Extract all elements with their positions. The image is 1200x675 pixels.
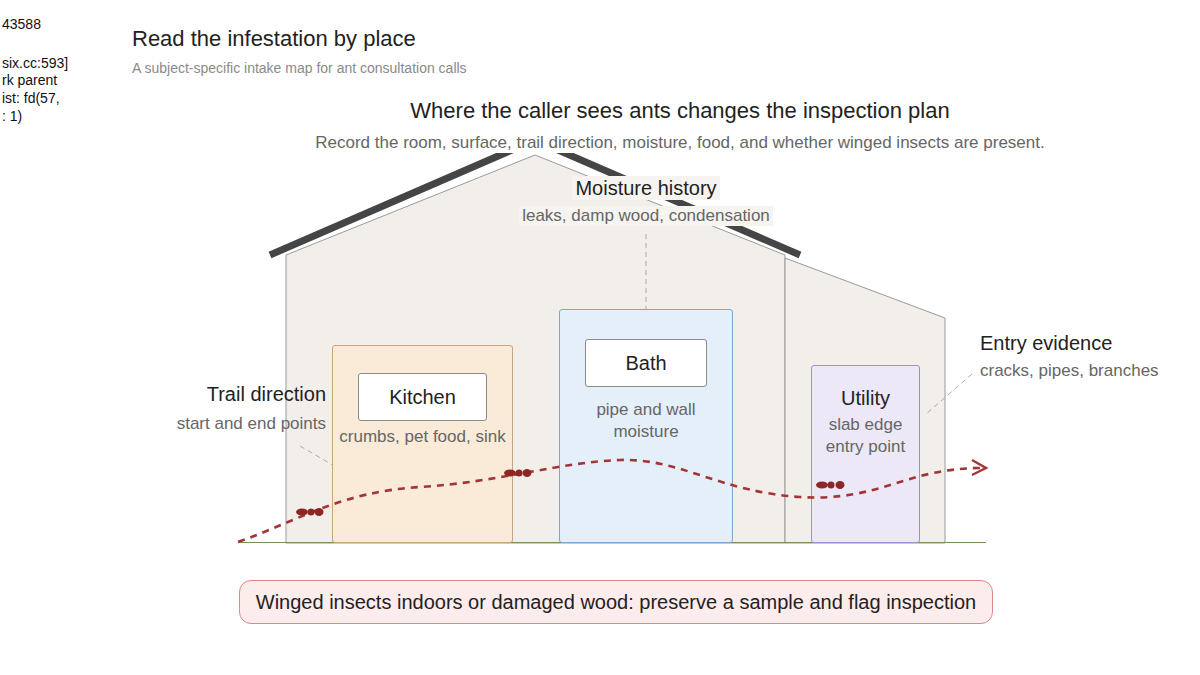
debug-text: six.cc:593] [2, 55, 68, 72]
section-note: Record the room, surface, trail directio… [312, 133, 1047, 153]
room-note: crumbs, pet food, sink [339, 426, 506, 448]
page-title: Read the infestation by place [132, 26, 416, 52]
callout-text: start and end points [177, 414, 326, 434]
room-box: Utility slab edge entry point [811, 365, 920, 543]
room-box: Kitchen crumbs, pet food, sink [332, 345, 513, 543]
callout-text: leaks, damp wood, condensation [519, 206, 773, 226]
room-name: Bath [585, 339, 707, 387]
callout-heading: Trail direction [207, 382, 326, 406]
debug-text: : 1) [2, 108, 22, 125]
debug-text: rk parent [2, 72, 57, 89]
callout-heading: Moisture history [572, 176, 719, 200]
room-box: Bath pipe and wall moisture [559, 309, 733, 543]
debug-text: ist: fd(57, [2, 90, 60, 107]
callout-heading: Entry evidence [980, 331, 1112, 355]
ant-icon [296, 508, 324, 516]
room-name: Kitchen [358, 373, 487, 421]
callout-text: cracks, pipes, branches [980, 361, 1159, 381]
room-note: slab edge entry point [818, 414, 913, 458]
room-name: Utility [818, 386, 913, 410]
section-heading: Where the caller sees ants changes the i… [410, 98, 949, 124]
trail-arrowhead [972, 460, 986, 475]
room-note: pipe and wall moisture [566, 399, 726, 443]
leader-line [926, 374, 972, 414]
page-subtitle: A subject-specific intake map for ant co… [132, 60, 467, 77]
warning-banner: Winged insects indoors or damaged wood: … [239, 580, 993, 624]
debug-text: 43588 [2, 16, 41, 33]
house-annex [785, 258, 945, 543]
warning-text: Winged insects indoors or damaged wood: … [256, 590, 976, 614]
roof [270, 140, 800, 255]
